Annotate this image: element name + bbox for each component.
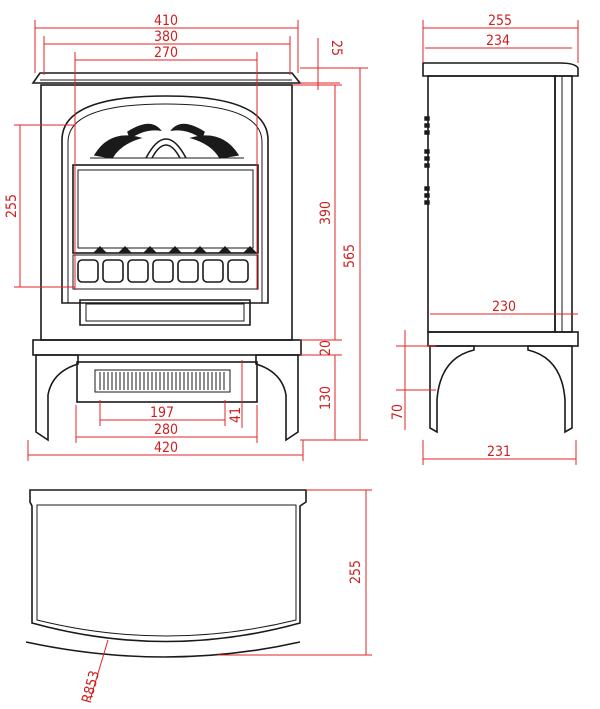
top-dim-r853: R853 — [79, 669, 103, 705]
dim-270: 270 — [154, 45, 178, 61]
side-dim-230: 230 — [492, 299, 516, 315]
dim-25: 25 — [328, 40, 344, 56]
side-dimensions: 255 234 230 70 231 — [390, 13, 579, 465]
dim-197: 197 — [150, 405, 174, 421]
top-view — [25, 489, 307, 658]
front-dimensions: 410 380 270 25 565 390 20 130 — [4, 13, 368, 461]
dim-390: 390 — [318, 201, 334, 225]
coal-grate — [72, 246, 259, 290]
dim-20: 20 — [318, 340, 334, 356]
side-dim-231: 231 — [487, 444, 511, 460]
side-dim-70: 70 — [390, 404, 406, 420]
dim-41: 41 — [228, 407, 244, 423]
side-dim-234: 234 — [486, 33, 510, 49]
arch-ornament — [90, 123, 244, 159]
dim-130: 130 — [318, 386, 334, 410]
dim-565: 565 — [342, 244, 358, 268]
top-dim-255: 255 — [348, 560, 364, 584]
side-dim-255: 255 — [488, 13, 512, 29]
dim-420: 420 — [154, 440, 178, 456]
side-knobs — [424, 116, 430, 205]
heater-grille — [94, 369, 231, 393]
top-dimensions: 255 R853 — [79, 489, 372, 705]
side-view — [422, 62, 579, 434]
dim-255-left: 255 — [4, 194, 20, 218]
front-view — [31, 72, 302, 442]
dim-410: 410 — [154, 13, 178, 29]
dim-280: 280 — [154, 422, 178, 438]
dim-380: 380 — [154, 29, 178, 45]
